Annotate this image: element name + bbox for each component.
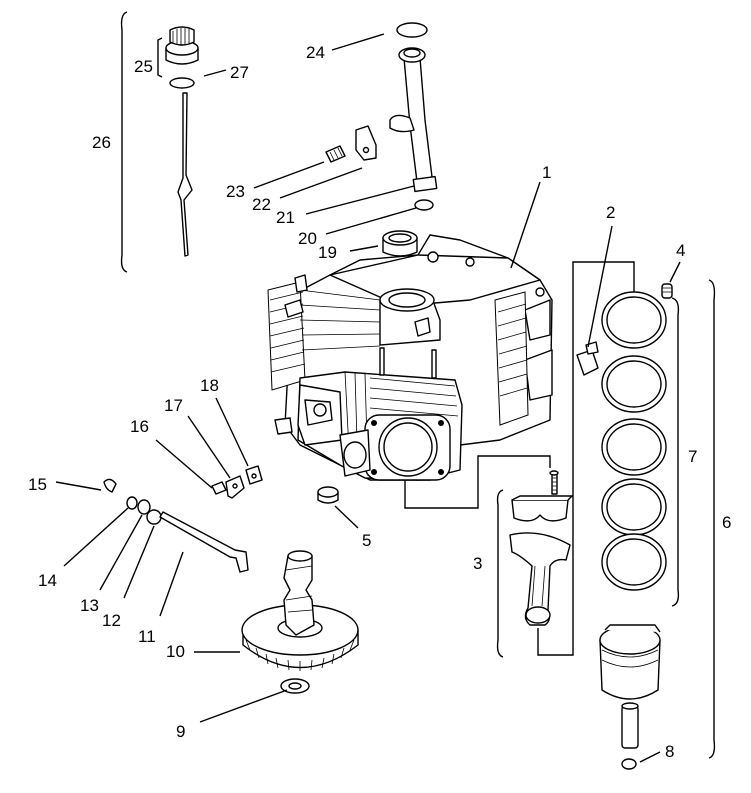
ring-plug <box>661 283 673 299</box>
callout-22: 22 <box>252 195 271 214</box>
bracket-6 <box>708 279 716 759</box>
callout-26: 26 <box>92 133 111 152</box>
tube-bracket <box>355 125 377 161</box>
leader-19 <box>349 245 379 252</box>
lever-17 <box>225 475 245 499</box>
leader-21 <box>305 185 415 215</box>
callout-2: 2 <box>606 203 615 222</box>
callout-13: 13 <box>80 596 99 615</box>
governor-shaft <box>159 511 249 573</box>
bracket-7 <box>671 297 680 607</box>
callout-14: 14 <box>38 571 57 590</box>
leader-5 <box>334 505 359 529</box>
tube-top-o-ring <box>396 22 428 38</box>
bracket-3 <box>496 489 504 658</box>
camshaft-washer <box>280 678 310 694</box>
lever-18 <box>245 465 263 485</box>
leader-14 <box>63 507 129 567</box>
screw-16 <box>211 481 227 495</box>
callout-4: 4 <box>676 241 685 260</box>
oil-fill-tube <box>389 47 438 193</box>
bracket-26 <box>120 11 128 273</box>
callout-23: 23 <box>226 182 245 201</box>
callout-12: 12 <box>102 611 121 630</box>
leader-12 <box>123 525 155 599</box>
callout-8: 8 <box>665 742 674 761</box>
bracket-screw <box>325 145 346 163</box>
callout-5: 5 <box>362 531 371 550</box>
leader-8 <box>639 751 661 763</box>
callout-24: 24 <box>306 43 325 62</box>
callout-10: 10 <box>166 642 185 661</box>
callout-16: 16 <box>130 417 149 436</box>
leader-27 <box>203 69 227 77</box>
washer-13 <box>137 499 151 515</box>
callout-27: 27 <box>230 63 249 82</box>
plug-5 <box>317 486 339 504</box>
fitting <box>576 341 599 376</box>
leader-15 <box>55 481 102 491</box>
oil-fill-cap <box>165 26 199 65</box>
leader-23 <box>253 161 325 189</box>
leader-20 <box>325 207 417 235</box>
callout-20: 20 <box>298 229 317 248</box>
callout-7: 7 <box>688 447 697 466</box>
leader-18 <box>215 397 249 467</box>
leader-24 <box>331 33 385 51</box>
callout-11: 11 <box>138 627 156 646</box>
piston-pin <box>621 702 639 749</box>
dipstick <box>177 92 193 257</box>
cotter-pin <box>103 478 117 493</box>
bracket-25 <box>157 37 163 78</box>
leader-2 <box>587 225 613 348</box>
connecting-rod <box>509 532 571 626</box>
leader-22 <box>279 167 363 199</box>
piston <box>599 624 661 700</box>
callout-15: 15 <box>28 475 47 494</box>
group-line-rod <box>404 455 551 509</box>
leader-4 <box>669 261 681 283</box>
callout-6: 6 <box>722 513 731 532</box>
callout-3: 3 <box>473 554 482 573</box>
leader-9 <box>199 689 288 723</box>
leader-13 <box>99 514 143 591</box>
tube-bottom-o-ring <box>414 199 434 211</box>
leader-16 <box>155 439 213 489</box>
leader-1 <box>510 181 541 269</box>
group-line-rings <box>537 261 635 656</box>
callout-9: 9 <box>176 722 185 741</box>
callout-17: 17 <box>164 396 183 415</box>
callout-21: 21 <box>276 208 295 227</box>
piston-rings <box>601 291 667 591</box>
callout-25: 25 <box>134 57 153 76</box>
pin-retainer <box>621 758 637 770</box>
leader-11 <box>159 551 184 617</box>
rod-cap <box>511 495 573 522</box>
washer-12 <box>146 509 162 525</box>
callout-1: 1 <box>542 163 551 182</box>
camshaft <box>283 550 315 636</box>
tube-seal <box>382 230 418 257</box>
crankcase <box>267 234 553 481</box>
leader-17 <box>187 415 231 479</box>
callout-18: 18 <box>200 376 219 395</box>
rod-bolt <box>549 470 559 495</box>
washer-14 <box>126 496 138 510</box>
callout-19: 19 <box>318 243 337 262</box>
dipstick-o-ring <box>169 77 195 89</box>
